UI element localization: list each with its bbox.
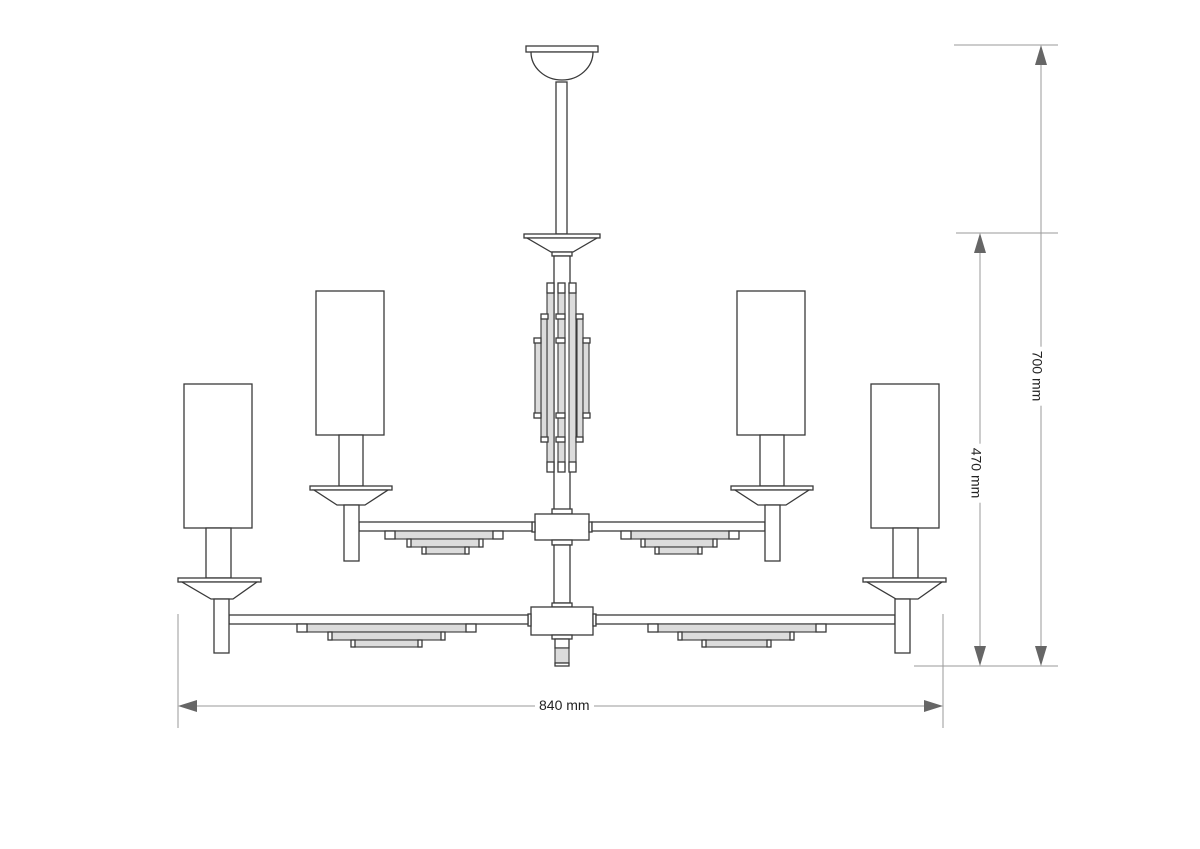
- upper-arm-left: [358, 521, 533, 555]
- upper-arm-right: [591, 521, 766, 555]
- shade-upper-right: [730, 290, 814, 562]
- top-cup: [523, 233, 601, 257]
- lower-arm-left: [228, 614, 529, 648]
- body-height-dimension-label: 470 mm: [968, 443, 985, 503]
- upper-hub: [531, 508, 593, 604]
- central-column: [533, 255, 591, 515]
- shade-lower-right: [862, 383, 947, 654]
- total-height-dimension-label: 700 mm: [1029, 346, 1046, 406]
- suspension-rod: [555, 81, 568, 235]
- ceiling-canopy: [525, 45, 599, 81]
- shade-lower-left: [177, 383, 262, 654]
- lower-arm-right: [595, 614, 896, 648]
- lower-hub: [527, 602, 597, 667]
- shade-upper-left: [309, 290, 393, 562]
- width-dimension-label: 840 mm: [535, 697, 594, 713]
